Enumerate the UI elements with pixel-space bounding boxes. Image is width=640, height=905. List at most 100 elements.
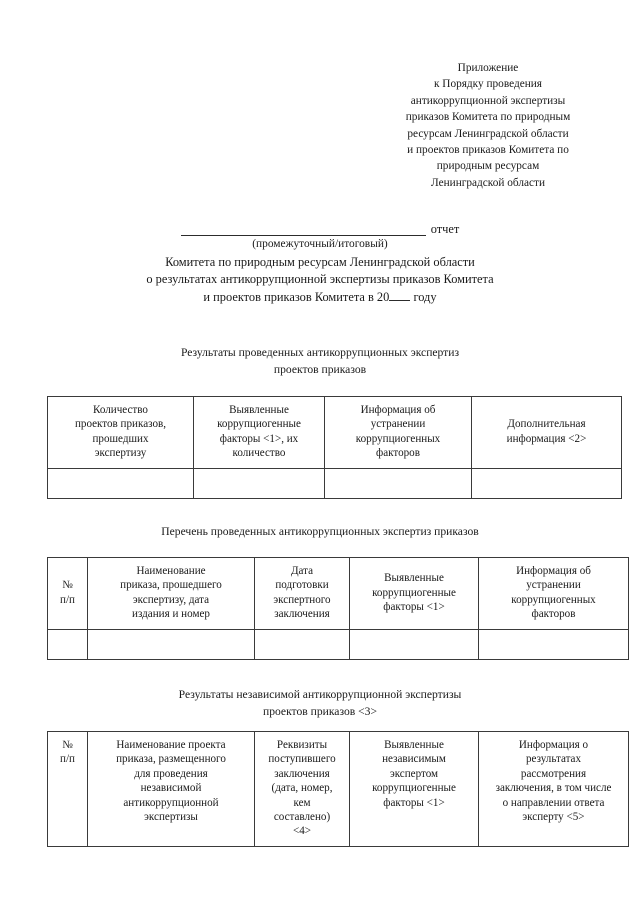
header-cell-identified-factors: Выявленные коррупциогенные факторы <1> xyxy=(349,557,479,630)
cell-line: экспертизу, дата xyxy=(132,593,210,606)
cell-line: о направлении ответа xyxy=(502,796,605,809)
header-cell-review-results-info: Информация о результатах рассмотрения за… xyxy=(478,731,629,847)
cell-line: подготовки xyxy=(275,579,329,592)
table-row xyxy=(47,628,629,660)
cell-line: Количество xyxy=(93,404,148,416)
cell-line: <4> xyxy=(292,825,312,838)
appendix-line-3: антикоррупционной экспертизы xyxy=(410,94,566,107)
cell-line: Наименование xyxy=(136,565,206,577)
cell-line: независимым xyxy=(382,753,446,766)
section-1-caption-line-2: проектов приказов xyxy=(273,363,367,376)
data-cell-additional-info[interactable] xyxy=(471,467,622,499)
data-cell-order-name[interactable] xyxy=(87,628,255,660)
data-cell-identified-factors[interactable] xyxy=(349,628,479,660)
cell-line: № xyxy=(62,739,73,751)
cell-line: Дата xyxy=(290,565,314,577)
cell-line: приказа, размещенного xyxy=(116,753,226,766)
header-cell-elimination-info: Информация об устранении коррупциогенных… xyxy=(324,396,472,469)
cell-line: приказа, прошедшего xyxy=(120,579,222,592)
cell-line: Дополнительная xyxy=(507,418,586,431)
cell-line: эксперту <5> xyxy=(522,811,585,824)
data-cell-conclusion-date[interactable] xyxy=(254,628,350,660)
cell-line: экспертизы xyxy=(144,811,198,824)
report-type-blank-field[interactable] xyxy=(180,222,426,236)
cell-line: экспертного xyxy=(273,593,331,606)
cell-line: п/п xyxy=(60,753,75,766)
appendix-line-2: к Порядку проведения xyxy=(433,78,543,91)
cell-line: независимой xyxy=(140,782,202,795)
cell-line: для проведения xyxy=(134,767,208,780)
section-3-caption: Результаты независимой антикоррупционной… xyxy=(44,686,596,720)
cell-line: составлено) xyxy=(273,811,331,824)
cell-line: количество xyxy=(232,447,286,460)
cell-line: антикоррупционной xyxy=(123,796,219,809)
header-cell-additional-info: Дополнительная информация <2> xyxy=(471,396,622,469)
section-3-caption-line-1: Результаты независимой антикоррупционной… xyxy=(178,688,462,701)
cell-line: коррупциогенные xyxy=(217,418,301,431)
header-cell-conclusion-details: Реквизиты поступившего заключения (дата,… xyxy=(254,731,350,847)
report-type-hint: (промежуточный/итоговый) xyxy=(252,238,388,250)
cell-line: факторов xyxy=(531,608,576,621)
cell-line: устранении xyxy=(370,418,426,431)
header-cell-row-number: № п/п xyxy=(47,731,88,847)
section-2-caption: Перечень проведенных антикоррупционных э… xyxy=(44,523,596,540)
header-cell-order-name: Наименование приказа, прошедшего эксперт… xyxy=(87,557,255,630)
appendix-line-6: и проектов приказов Комитета по xyxy=(407,144,569,157)
data-cell-elimination-info[interactable] xyxy=(324,467,472,499)
cell-line: п/п xyxy=(60,593,75,606)
cell-line: Выявленные xyxy=(229,404,289,416)
table-row xyxy=(47,467,622,499)
cell-line: Наименование проекта xyxy=(116,739,226,751)
section-2-caption-line-1: Перечень проведенных антикоррупционных э… xyxy=(161,525,479,538)
cell-line: Информация о xyxy=(518,739,589,751)
cell-line: прошедших xyxy=(92,432,149,445)
report-title-block: отчет (промежуточный/итоговый) Комитета … xyxy=(44,219,596,306)
cell-line: заключения xyxy=(274,767,330,780)
results-of-anticorruption-expertise-table: Количество проектов приказов, прошедших … xyxy=(47,396,622,499)
table-header-row: Количество проектов приказов, прошедших … xyxy=(47,396,622,469)
data-cell-row-number[interactable] xyxy=(47,628,88,660)
header-cell-elimination-info: Информация об устранении коррупциогенных… xyxy=(478,557,629,630)
header-cell-draft-order-name: Наименование проекта приказа, размещенно… xyxy=(87,731,255,847)
section-1-caption: Результаты проведенных антикоррупционных… xyxy=(44,344,596,378)
section-1-caption-line-1: Результаты проведенных антикоррупционных… xyxy=(180,346,460,359)
report-year-line: и проектов приказов Комитета в 20 году xyxy=(44,289,596,307)
cell-line: поступившего xyxy=(268,753,336,766)
header-cell-row-number: № п/п xyxy=(47,557,88,630)
appendix-line-1: Приложение xyxy=(457,62,519,74)
report-subject-line: о результатах антикоррупционной эксперти… xyxy=(146,272,494,287)
appendix-line-4: приказов Комитета по природным xyxy=(405,111,571,124)
independent-anticorruption-expertise-table: № п/п Наименование проекта приказа, разм… xyxy=(47,731,629,847)
report-word-label: отчет xyxy=(430,222,460,236)
section-3-caption-line-2: проектов приказов <3> xyxy=(262,705,377,718)
cell-line: факторы <1> xyxy=(383,601,445,614)
cell-line: рассмотрения xyxy=(520,767,587,780)
cell-line: кем xyxy=(293,796,311,809)
cell-line: факторы <1>, их xyxy=(219,432,299,445)
table-header-row: № п/п Наименование приказа, прошедшего э… xyxy=(47,557,629,630)
report-org-line: Комитета по природным ресурсам Ленинград… xyxy=(165,254,475,269)
cell-line: № xyxy=(62,579,73,592)
cell-line: экспертизу xyxy=(94,447,147,460)
cell-line: Информация об xyxy=(360,404,436,416)
cell-line: факторов xyxy=(376,447,420,460)
data-cell-elimination-info[interactable] xyxy=(478,628,629,660)
header-cell-expert-identified-factors: Выявленные независимым экспертом коррупц… xyxy=(349,731,479,847)
cell-line: результатах xyxy=(525,753,582,766)
appendix-line-5: ресурсам Ленинградской области xyxy=(407,127,569,140)
cell-line: (дата, номер, xyxy=(271,782,333,795)
report-year-suffix: году xyxy=(413,289,437,304)
data-cell-identified-factors[interactable] xyxy=(193,467,325,499)
data-cell-count-of-drafts[interactable] xyxy=(47,467,194,499)
cell-line: проектов приказов, xyxy=(74,418,167,431)
report-type-fill-line: отчет xyxy=(44,219,596,236)
cell-line: Выявленные xyxy=(384,572,444,585)
cell-line: заключения xyxy=(274,608,330,621)
report-year-blank-field[interactable] xyxy=(389,289,411,301)
cell-line: Выявленные xyxy=(384,739,444,751)
appendix-line-7: природным ресурсам xyxy=(436,160,540,173)
report-year-prefix: и проектов приказов Комитета в 20 xyxy=(203,289,390,304)
cell-line: коррупциогенные xyxy=(372,782,456,795)
cell-line: информация <2> xyxy=(506,432,587,445)
